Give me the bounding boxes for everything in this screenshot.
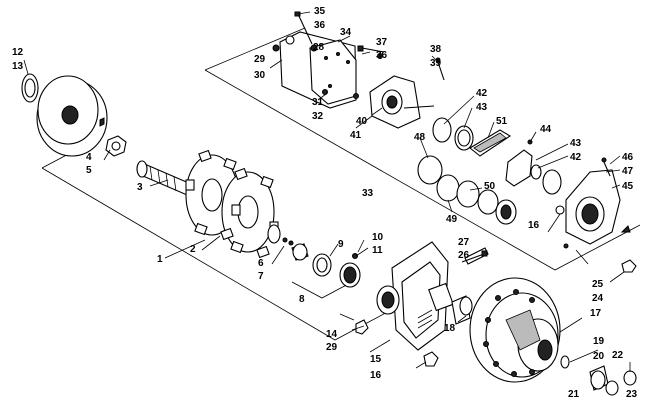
callout-33: 33 [362,188,374,199]
callout-39: 39 [430,58,442,69]
clutch-sheave [21,73,108,157]
callout-25: 25 [592,279,604,290]
callout-14: 14 [326,329,338,340]
callout-36-right: 36 [376,50,388,61]
drive-sprockets [185,149,281,259]
callout-44: 44 [540,124,552,135]
callout-48: 48 [414,132,426,143]
callout-12: 12 [12,47,24,58]
bracket-plate [505,139,562,195]
callout-24: 24 [592,293,604,304]
callout-50: 50 [484,181,496,192]
callout-10: 10 [372,232,384,243]
callout-28: 28 [313,42,325,53]
bearings-seals [417,117,517,225]
callout-6: 6 [258,258,264,269]
callout-21: 21 [568,389,580,400]
axle-nut [99,117,127,157]
hub-hardware [560,355,637,396]
callout-9: 9 [338,239,344,250]
chaincase-cover [272,31,359,109]
callout-31: 31 [312,97,324,108]
callout-35: 35 [314,6,326,17]
callout-45: 45 [622,181,634,192]
callout-29-top: 29 [254,54,266,65]
spacer-bearing [282,237,309,261]
callout-36-top: 36 [314,20,326,31]
callout-26: 26 [458,250,470,261]
callout-32: 32 [312,111,324,122]
callout-23: 23 [626,389,638,400]
callout-16-right: 16 [528,220,540,231]
callout-17: 17 [590,308,602,319]
callout-29-bottom: 29 [326,342,338,353]
callout-30: 30 [254,70,266,81]
callout-37: 37 [376,37,388,48]
callout-13: 13 [12,61,24,72]
bearing-housing [555,157,637,273]
callout-22: 22 [612,350,624,361]
callout-27: 27 [458,237,470,248]
callout-43-bottom: 43 [570,138,582,149]
callout-15: 15 [370,354,382,365]
callout-labels: 1 2 3 4 5 6 7 8 9 10 11 12 13 14 15 16 1… [12,6,638,400]
callout-2: 2 [190,244,196,255]
callout-3: 3 [137,182,143,193]
callout-51: 51 [496,116,508,127]
callout-34: 34 [340,27,352,38]
callout-18: 18 [444,323,456,334]
callout-5: 5 [86,165,92,176]
callout-46: 46 [622,152,634,163]
bolts-top [294,11,445,81]
callout-7: 7 [258,271,264,282]
callout-40: 40 [356,116,368,127]
callout-20: 20 [593,351,605,362]
callout-42-top: 42 [476,88,488,99]
seal-bearing [312,247,369,288]
bolt-27 [461,250,488,263]
callout-16-lower: 16 [370,370,382,381]
callout-1: 1 [157,254,163,265]
callout-11: 11 [372,245,383,256]
callout-8: 8 [299,294,305,305]
callout-19: 19 [593,336,605,347]
callout-41: 41 [350,130,362,141]
leader-lines [23,11,631,372]
callout-43-top: 43 [476,102,488,113]
brake-caliper [369,75,435,129]
brake-disc-hub [469,277,561,383]
callout-49: 49 [446,214,458,225]
callout-42-bottom: 42 [570,152,582,163]
callout-47: 47 [622,166,634,177]
gearcase-housing [339,241,489,367]
callout-4: 4 [86,152,92,163]
callout-38: 38 [430,44,442,55]
